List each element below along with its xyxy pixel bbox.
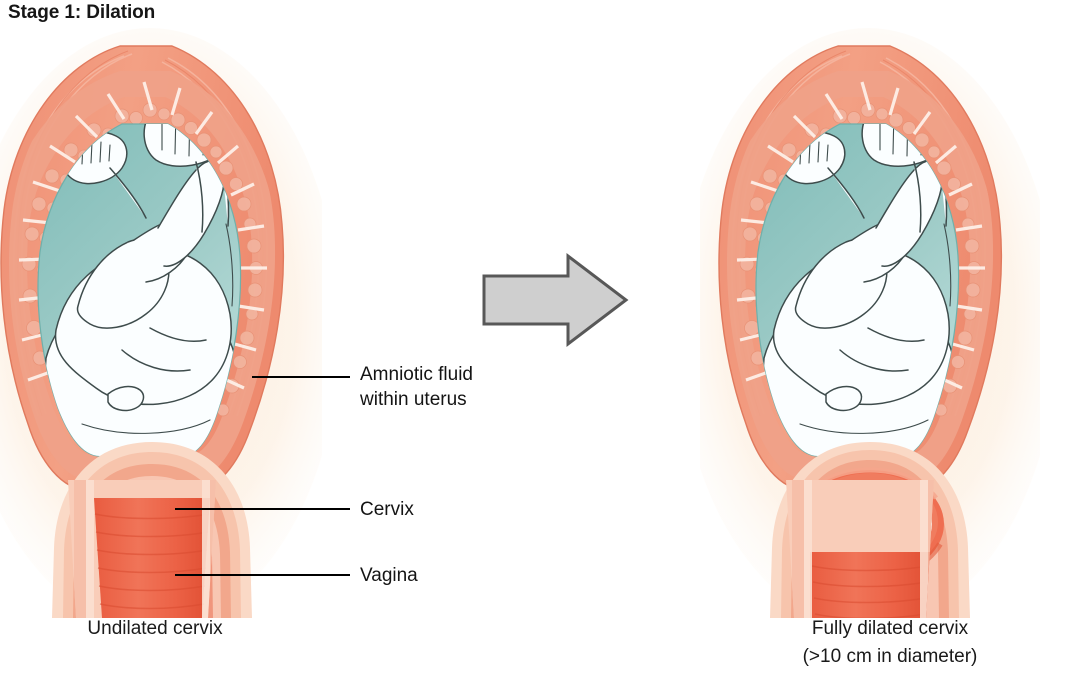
caption-undilated: Undilated cervix	[87, 618, 223, 639]
caption-dilated-line2: (>10 cm in diameter)	[802, 646, 978, 667]
dilated-diagram	[700, 28, 1040, 618]
leader-line-amniotic-fluid	[252, 376, 350, 378]
label-amniotic-line2: within uterus	[360, 389, 467, 410]
label-amniotic-line1: Amniotic fluid	[360, 364, 473, 385]
undilated-diagram	[0, 28, 322, 618]
leader-line-cervix	[175, 508, 350, 510]
leader-line-vagina	[175, 574, 350, 576]
caption-dilated-line1: Fully dilated cervix	[811, 618, 969, 639]
caption-dilated: Fully dilated cervix (>10 cm in diameter…	[720, 615, 1060, 671]
page-title: Stage 1: Dilation	[8, 2, 156, 23]
vaginal-canal	[786, 480, 934, 618]
progression-arrow	[482, 252, 629, 348]
label-cervix: Cervix	[360, 499, 414, 520]
label-vagina: Vagina	[360, 565, 418, 586]
label-amniotic-fluid: Amniotic fluid within uterus	[360, 362, 473, 412]
vaginal-canal	[68, 480, 216, 618]
